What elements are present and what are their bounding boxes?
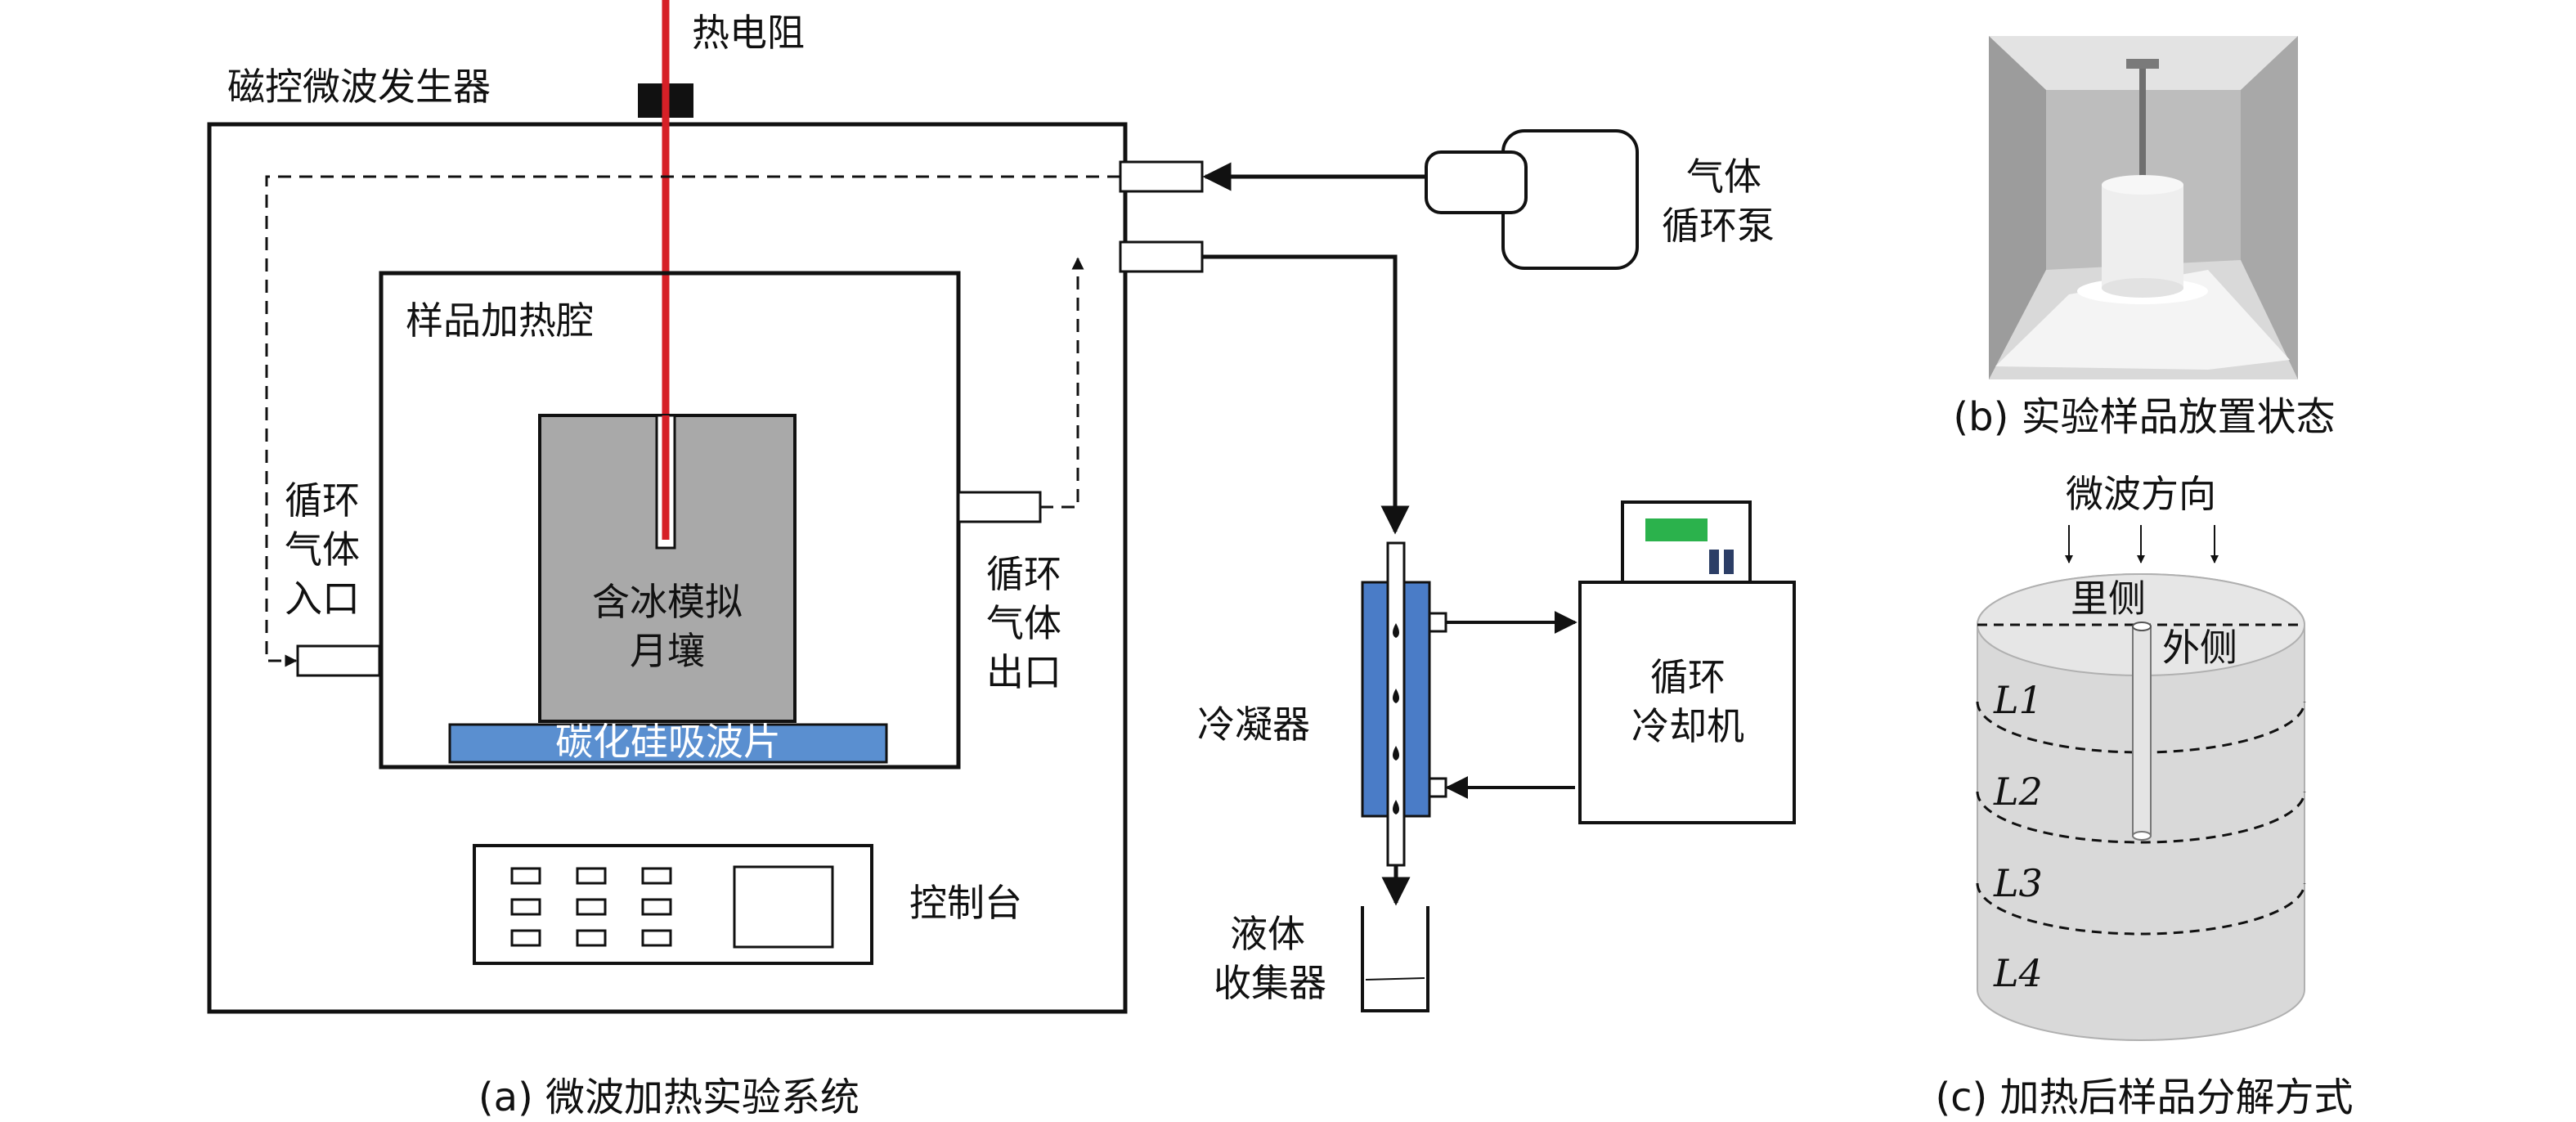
magnetron-label: 磁控微波发生器 — [227, 65, 491, 109]
thermistor-label: 热电阻 — [692, 11, 805, 55]
layer-label-1: L1 — [1993, 678, 2043, 722]
layer-label-3: L3 — [1993, 861, 2043, 905]
condensate-drops — [1393, 623, 1399, 815]
probe-hole-top — [2132, 622, 2152, 631]
chiller-body — [1578, 581, 1796, 824]
gas-outlet-port — [957, 491, 1042, 523]
inlet-label-line3: 入口 — [285, 577, 360, 621]
gas-outlet-path — [1040, 257, 1084, 509]
inlet-label-line2: 气体 — [285, 527, 360, 572]
collector-liquid-level — [1365, 977, 1425, 981]
condenser-inner-tube — [1386, 541, 1406, 867]
outlet-label-line2: 气体 — [986, 601, 1061, 645]
console-buttons — [510, 867, 672, 947]
chiller-label-line2: 冷却机 — [1631, 704, 1744, 748]
sample-label-line2: 月壤 — [630, 629, 705, 673]
panel-a: 磁控微波发生器 热电阻 样品加热腔 含冰模拟 月壤 碳化硅吸波片 循环 气体 入… — [207, 0, 1796, 1120]
liquid-collector — [1361, 906, 1429, 1012]
condenser-port-bottom — [1428, 777, 1447, 798]
chamber-to-condenser-line — [1202, 254, 1410, 535]
inner-label: 里侧 — [2071, 577, 2146, 621]
cavity-label: 样品加热腔 — [406, 298, 594, 343]
layer-label-4: L4 — [1993, 951, 2043, 995]
console-screen — [733, 865, 834, 949]
gas-in-connector — [1119, 160, 1204, 193]
layer-cut-3 — [1976, 882, 2306, 936]
chiller-display — [1645, 518, 1708, 541]
probe-hole-bottom — [2132, 831, 2152, 841]
panel-c-caption: (c) 加热后样品分解方式 — [1935, 1075, 2353, 1120]
sample-placement-photo — [1989, 36, 2298, 379]
gas-return-path — [265, 175, 1120, 667]
microwave-direction-label: 微波方向 — [2066, 472, 2216, 516]
layer-label-2: L2 — [1993, 770, 2043, 814]
layer-cut-2 — [1976, 791, 2306, 844]
sic-plate-label: 碳化硅吸波片 — [555, 720, 781, 764]
inlet-label-line1: 循环 — [285, 478, 360, 523]
collector-label-line2: 收集器 — [1214, 961, 1326, 1005]
sample-label-line1: 含冰模拟 — [592, 580, 743, 624]
outer-label: 外侧 — [2162, 626, 2237, 670]
pump-label-line2: 循环泵 — [1662, 204, 1775, 248]
console-label: 控制台 — [909, 881, 1022, 925]
gas-inlet-port — [296, 644, 381, 677]
chiller-button-2 — [1724, 550, 1734, 574]
outlet-label-line1: 循环 — [986, 552, 1061, 596]
probe-hole — [2132, 626, 2152, 837]
sic-absorber-plate — [448, 723, 888, 764]
chiller-label-line1: 循环 — [1650, 655, 1726, 699]
gas-pump-head — [1425, 150, 1528, 214]
pump-label-line1: 气体 — [1686, 155, 1761, 199]
collector-label-line1: 液体 — [1230, 912, 1305, 956]
chiller-button-1 — [1709, 550, 1719, 574]
condenser-label: 冷凝器 — [1197, 702, 1310, 747]
panel-a-caption: (a) 微波加热实验系统 — [478, 1075, 859, 1120]
gas-out-connector — [1119, 240, 1204, 273]
panel-b-caption: (b) 实验样品放置状态 — [1953, 394, 2335, 440]
panel-c: 微波方向 里侧 外侧 L1 L2 L3 L4 (c) 加热后样品分解方式 — [1935, 472, 2353, 1120]
panel-b: (b) 实验样品放置状态 — [1953, 36, 2336, 440]
outlet-label-line3: 出口 — [986, 650, 1061, 694]
condenser-port-top — [1428, 612, 1447, 633]
